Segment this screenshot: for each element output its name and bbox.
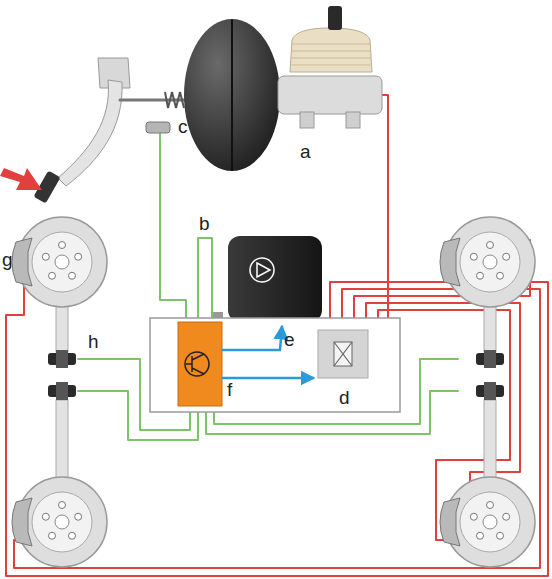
hydraulic-unit bbox=[150, 318, 400, 412]
hub-center bbox=[483, 255, 497, 269]
port bbox=[300, 112, 314, 128]
wheel-speed-sensor bbox=[484, 350, 496, 368]
bolt-hole bbox=[42, 513, 49, 520]
reservoir-rib bbox=[292, 65, 370, 66]
callout-letter: f bbox=[227, 380, 232, 400]
disc-hat bbox=[32, 232, 92, 292]
bolt-hole bbox=[487, 502, 494, 509]
pedal-arm bbox=[58, 80, 122, 186]
bolt-hole bbox=[68, 532, 75, 539]
hub-center bbox=[55, 515, 69, 529]
axle-shaft bbox=[484, 400, 496, 480]
bolt-hole bbox=[503, 253, 510, 260]
wheel-speed-sensor bbox=[56, 382, 68, 400]
bolt-hole bbox=[42, 253, 49, 260]
hub-center bbox=[55, 255, 69, 269]
brake-disc bbox=[17, 217, 107, 307]
force-arrow bbox=[0, 168, 42, 190]
brake-disc bbox=[17, 477, 107, 567]
bolt-hole bbox=[49, 532, 56, 539]
brake-caliper bbox=[440, 498, 460, 546]
bolt-hole bbox=[496, 272, 503, 279]
wheel-brake bbox=[440, 217, 535, 352]
bolt-hole bbox=[496, 532, 503, 539]
signal-arrow bbox=[222, 326, 282, 350]
bolt-hole bbox=[477, 532, 484, 539]
disc-hat bbox=[32, 492, 92, 552]
bolt-hole bbox=[59, 242, 66, 249]
brake-booster bbox=[184, 19, 280, 171]
port bbox=[346, 112, 360, 128]
control-unit bbox=[178, 322, 222, 406]
valve-symbol bbox=[334, 342, 352, 366]
axle-shaft bbox=[484, 302, 496, 352]
valve-symbol bbox=[334, 342, 352, 366]
valve-block bbox=[318, 330, 368, 378]
wheel-speed-sensor bbox=[484, 382, 496, 400]
bolt-hole bbox=[503, 513, 510, 520]
push-rod bbox=[120, 99, 190, 102]
transistor-symbol bbox=[186, 354, 204, 374]
callout-letter: e bbox=[284, 330, 295, 350]
axle-shaft bbox=[56, 302, 68, 352]
sensor-wire bbox=[198, 238, 212, 320]
bolt-hole bbox=[470, 513, 477, 520]
pump-motor bbox=[228, 236, 322, 322]
fluid-reservoir bbox=[290, 28, 372, 72]
sensor-wire bbox=[160, 134, 186, 320]
pump-symbol bbox=[250, 258, 274, 282]
callout-letter: a bbox=[300, 142, 311, 162]
transistor-symbol bbox=[185, 352, 209, 376]
axle-shaft bbox=[56, 400, 68, 480]
callout-letter: b bbox=[199, 214, 210, 234]
wheel-brake bbox=[12, 400, 107, 567]
callout-letter: c bbox=[178, 117, 188, 137]
disc-hat bbox=[460, 492, 520, 552]
brake-caliper bbox=[440, 238, 460, 286]
reservoir-rib bbox=[292, 58, 370, 59]
brake-disc bbox=[445, 217, 535, 307]
bolt-hole bbox=[75, 513, 82, 520]
bolt-hole bbox=[75, 253, 82, 260]
bolt-hole bbox=[477, 272, 484, 279]
callout-letter: h bbox=[88, 332, 99, 352]
signal-arrow bbox=[222, 377, 314, 380]
return-spring bbox=[165, 92, 184, 108]
reservoir-rib bbox=[292, 51, 370, 52]
bolt-hole bbox=[470, 253, 477, 260]
bolt-hole bbox=[487, 242, 494, 249]
brake-disc bbox=[445, 477, 535, 567]
callout-letter: d bbox=[339, 388, 350, 408]
wheel-brake bbox=[12, 217, 107, 352]
brake-line bbox=[6, 280, 548, 576]
reservoir-cap bbox=[328, 6, 342, 30]
disc-hat bbox=[460, 232, 520, 292]
brake-caliper bbox=[12, 238, 32, 286]
brake-line bbox=[14, 289, 540, 568]
wheel-speed-sensor bbox=[56, 350, 68, 368]
bolt-hole bbox=[59, 502, 66, 509]
reservoir-rib bbox=[292, 44, 370, 45]
brake-light-switch bbox=[146, 122, 170, 133]
hub-center bbox=[483, 515, 497, 529]
bolt-hole bbox=[68, 272, 75, 279]
callout-letter: g bbox=[2, 250, 13, 270]
wheel-brake bbox=[440, 400, 535, 567]
booster-seam bbox=[231, 20, 233, 170]
bolt-hole bbox=[49, 272, 56, 279]
master-cylinder bbox=[278, 76, 382, 114]
brake-line bbox=[382, 95, 388, 320]
brake-caliper bbox=[12, 498, 32, 546]
pump-symbol bbox=[257, 263, 270, 277]
